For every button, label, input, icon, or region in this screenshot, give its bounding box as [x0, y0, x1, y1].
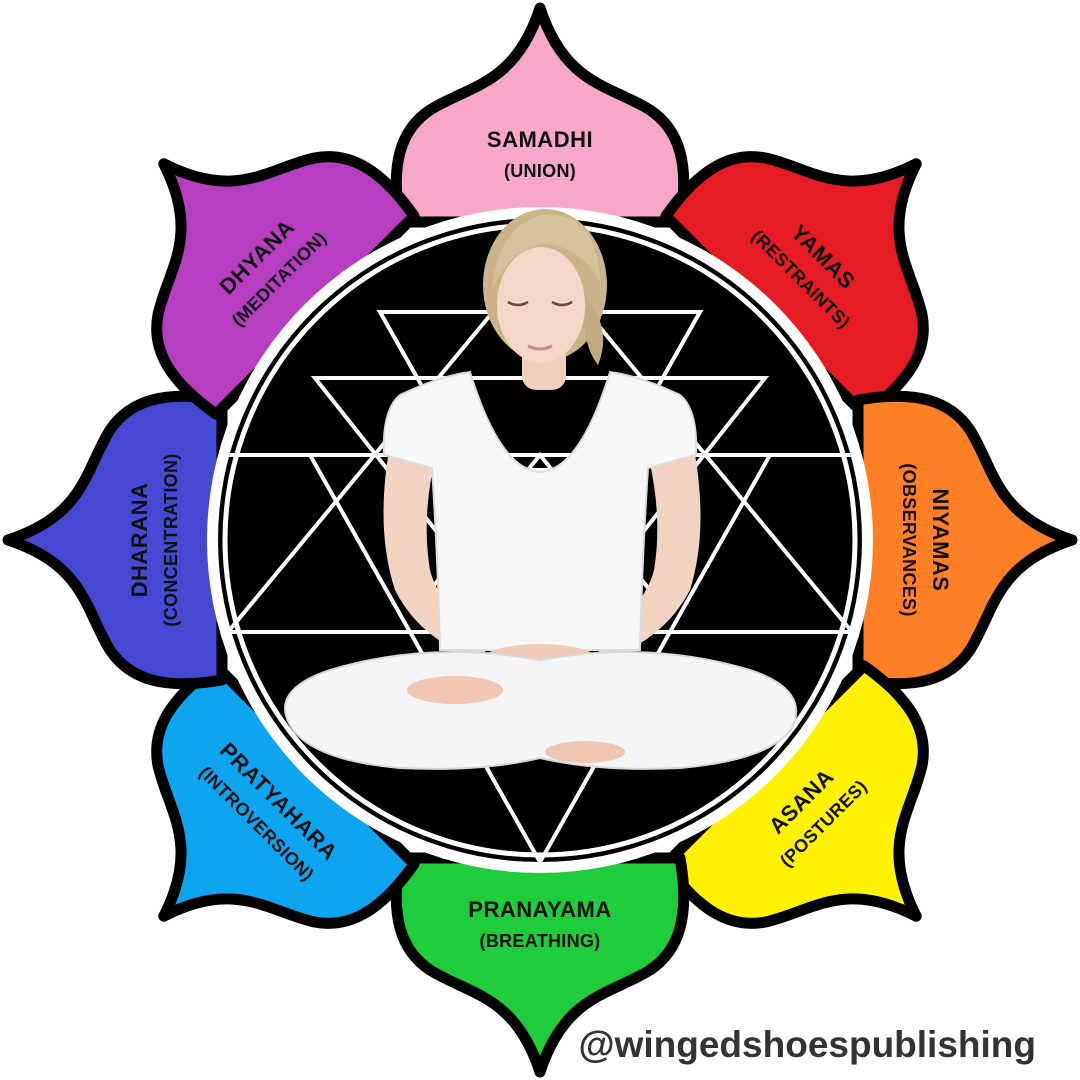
petal-shape-asana: [660, 660, 929, 929]
petal-dharana: DHARANA (CONCENTRATION): [2, 390, 228, 690]
closed-eye-left: [507, 300, 529, 307]
petal-title-samadhi: SAMADHI: [487, 127, 593, 152]
hair-front: [492, 214, 600, 290]
petal-pranayama: PRANAYAMA (BREATHING): [390, 852, 690, 1078]
watermark: @wingedshoespublishing: [578, 1024, 1036, 1065]
ponytail: [584, 300, 604, 365]
face: [497, 247, 585, 363]
crossed-legs: [284, 651, 798, 770]
left-arm: [383, 420, 492, 660]
petal-shape-pranayama: [390, 852, 690, 1078]
petal-title-dharana: DHARANA: [127, 483, 152, 598]
closed-eye-right: [551, 300, 573, 307]
petal-subtitle-samadhi: (UNION): [504, 161, 576, 181]
petal-shape-dharana: [2, 390, 228, 690]
right-arm: [592, 420, 701, 660]
bare-foot-second: [545, 741, 625, 763]
petal-samadhi: SAMADHI (UNION): [390, 2, 690, 228]
petal-subtitle-niyamas: (OBSERVANCES): [899, 463, 919, 616]
white-shirt: [382, 370, 698, 651]
lips: [527, 344, 553, 351]
petal-title-niyamas: NIYAMAS: [928, 489, 953, 592]
petal-shape-dhyana: [151, 151, 420, 420]
petal-shape-yamas: [660, 151, 929, 420]
petal-subtitle-pranayama: (BREATHING): [480, 931, 601, 951]
petal-shape-niyamas: [852, 390, 1078, 690]
meditating-woman-figure: [284, 209, 798, 770]
petal-shape-samadhi: [390, 2, 690, 228]
bare-foot: [407, 676, 503, 704]
petal-title-pranayama: PRANAYAMA: [468, 897, 611, 922]
petal-niyamas: NIYAMAS (OBSERVANCES): [852, 390, 1078, 690]
petal-asana: ASANA(POSTURES): [660, 660, 929, 929]
petal-subtitle-dharana: (CONCENTRATION): [161, 453, 181, 626]
petal-shape-pratyahara: [151, 660, 420, 929]
